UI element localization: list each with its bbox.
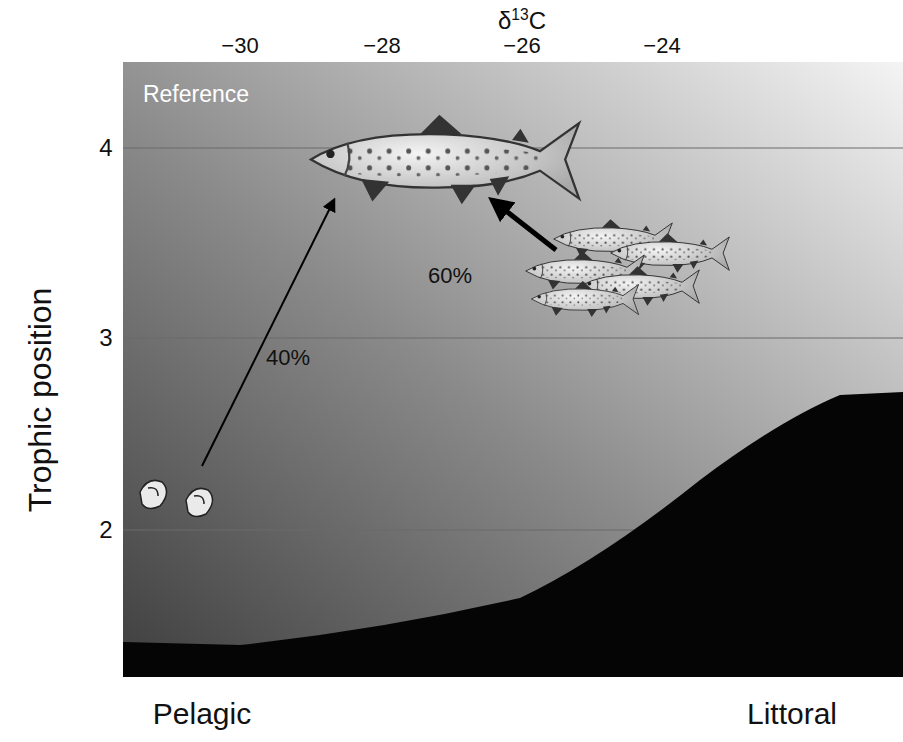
tick-label: −26	[503, 35, 540, 57]
tick-label: 2	[99, 518, 112, 542]
axis-title: δ13C	[498, 7, 546, 33]
percent-label: 40%	[266, 347, 310, 369]
tick-label: −24	[643, 35, 680, 57]
tick-label: −30	[221, 35, 258, 57]
tick-label: 4	[99, 136, 112, 160]
axis-title: Trophic position	[24, 288, 56, 513]
tick-label: 3	[99, 326, 112, 350]
habitat-label: Littoral	[747, 699, 837, 729]
reference-label: Reference	[143, 83, 249, 106]
habitat-label: Pelagic	[153, 699, 251, 729]
percent-label: 60%	[428, 265, 472, 287]
tick-label: −28	[363, 35, 400, 57]
